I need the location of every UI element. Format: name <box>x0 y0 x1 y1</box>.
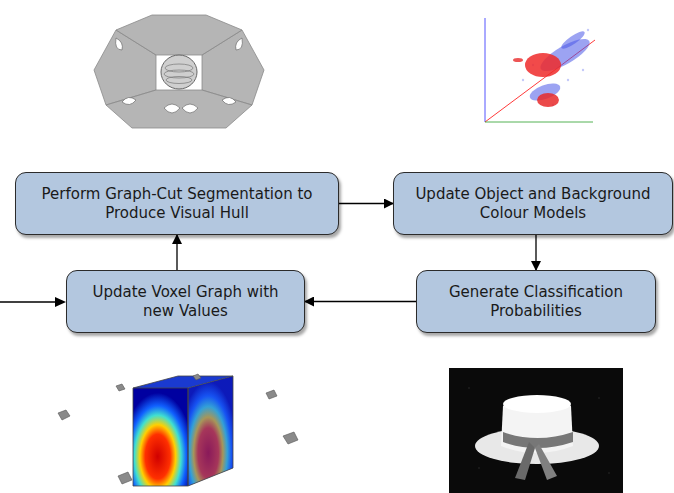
flow-arrow <box>339 203 393 204</box>
box-label: Update Object and Background Colour Mode… <box>404 185 662 223</box>
process-box: Update Voxel Graph with new Values <box>66 270 305 333</box>
flow-arrow <box>305 301 416 302</box>
box-label: Update Voxel Graph with new Values <box>77 283 294 321</box>
colour-model-plot <box>473 10 600 135</box>
process-box: Perform Graph-Cut Segmentation to Produc… <box>15 172 339 235</box>
entry-arrow <box>0 292 70 312</box>
flow-arrow <box>535 235 536 270</box>
process-box: Generate Classification Probabilities <box>416 270 656 333</box>
process-box: Update Object and Background Colour Mode… <box>393 172 673 235</box>
flow-arrow <box>176 235 177 270</box>
box-label: Perform Graph-Cut Segmentation to Produc… <box>26 185 328 223</box>
box-label: Generate Classification Probabilities <box>427 283 645 321</box>
probability-image <box>449 368 623 493</box>
voxel-graph-image <box>48 368 310 493</box>
visual-hull-image <box>86 10 272 135</box>
